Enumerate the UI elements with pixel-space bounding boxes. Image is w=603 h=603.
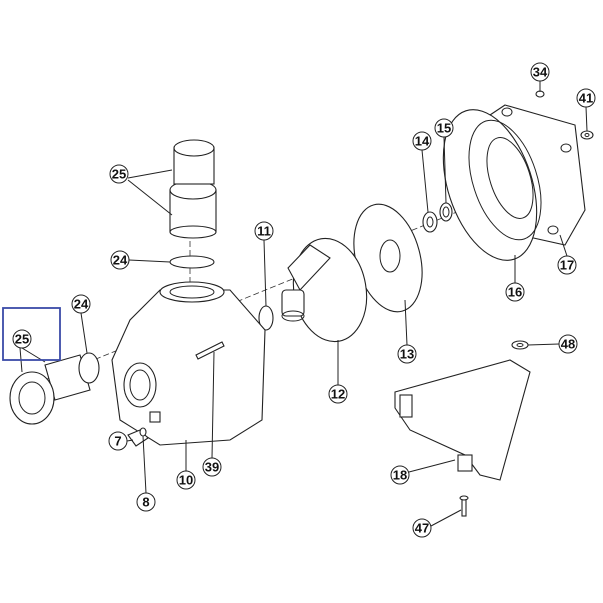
callout-14[interactable]: 14 [412, 131, 432, 151]
callout-label: 13 [400, 347, 414, 362]
callout-24-top[interactable]: 24 [110, 250, 130, 270]
part-16-gasket[interactable] [426, 98, 555, 272]
callout-label: 11 [257, 224, 271, 239]
callout-label: 47 [415, 521, 429, 536]
callout-label: 48 [561, 337, 575, 352]
callout-47[interactable]: 47 [412, 518, 432, 538]
part-48-washer[interactable] [511, 340, 529, 350]
callout-label: 14 [415, 134, 430, 149]
part-14-seal[interactable] [422, 211, 438, 233]
callout-label: 39 [205, 460, 219, 475]
callout-label: 15 [437, 121, 451, 136]
callout-25-left[interactable]: 25 [12, 329, 32, 349]
callout-label: 25 [112, 167, 126, 182]
callout-48[interactable]: 48 [558, 334, 578, 354]
part-12-diffuser[interactable] [281, 233, 374, 348]
part-24-o-ring-left[interactable] [78, 352, 100, 384]
callout-label: 17 [560, 258, 574, 273]
part-41-washer[interactable] [580, 130, 594, 140]
part-15-seal[interactable] [439, 202, 453, 222]
callout-label: 10 [179, 473, 193, 488]
callout-label: 24 [74, 297, 89, 312]
part-39-bolt[interactable] [195, 341, 225, 360]
callout-17[interactable]: 17 [557, 255, 577, 275]
part-25-union-top[interactable] [169, 139, 217, 239]
part-8-o-ring[interactable] [139, 427, 147, 437]
callout-label: 8 [142, 495, 149, 510]
part-10-pump-housing[interactable] [111, 281, 266, 446]
callout-label: 7 [114, 434, 121, 449]
callout-18[interactable]: 18 [390, 465, 410, 485]
callout-39[interactable]: 39 [202, 457, 222, 477]
axis-centerline [19, 169, 561, 391]
callout-label: 12 [331, 387, 345, 402]
callout-10[interactable]: 10 [176, 470, 196, 490]
callout-label: 16 [508, 285, 522, 300]
callout-label: 41 [579, 91, 593, 106]
callout-24-left[interactable]: 24 [71, 294, 91, 314]
callout-34[interactable]: 34 [530, 62, 550, 82]
callout-label: 25 [15, 332, 29, 347]
callout-label: 18 [393, 468, 407, 483]
callout-label: 34 [533, 65, 548, 80]
callout-16[interactable]: 16 [505, 282, 525, 302]
callout-25-top[interactable]: 25 [109, 164, 129, 184]
leader-lines [19, 81, 588, 527]
part-18-base-bracket[interactable] [394, 359, 531, 481]
callout-41[interactable]: 41 [576, 88, 596, 108]
part-25-union-left[interactable] [9, 354, 91, 425]
part-24-o-ring-top[interactable] [169, 255, 215, 269]
part-47-screw[interactable] [459, 495, 469, 517]
callout-15[interactable]: 15 [434, 118, 454, 138]
callout-12[interactable]: 12 [328, 384, 348, 404]
callout-13[interactable]: 13 [397, 344, 417, 364]
callout-label: 24 [113, 253, 128, 268]
callout-11[interactable]: 11 [254, 221, 274, 241]
callout-8[interactable]: 8 [136, 492, 156, 512]
part-13-impeller[interactable] [343, 197, 433, 320]
highlight-box-part-25 [2, 307, 61, 361]
callout-7[interactable]: 7 [108, 431, 128, 451]
